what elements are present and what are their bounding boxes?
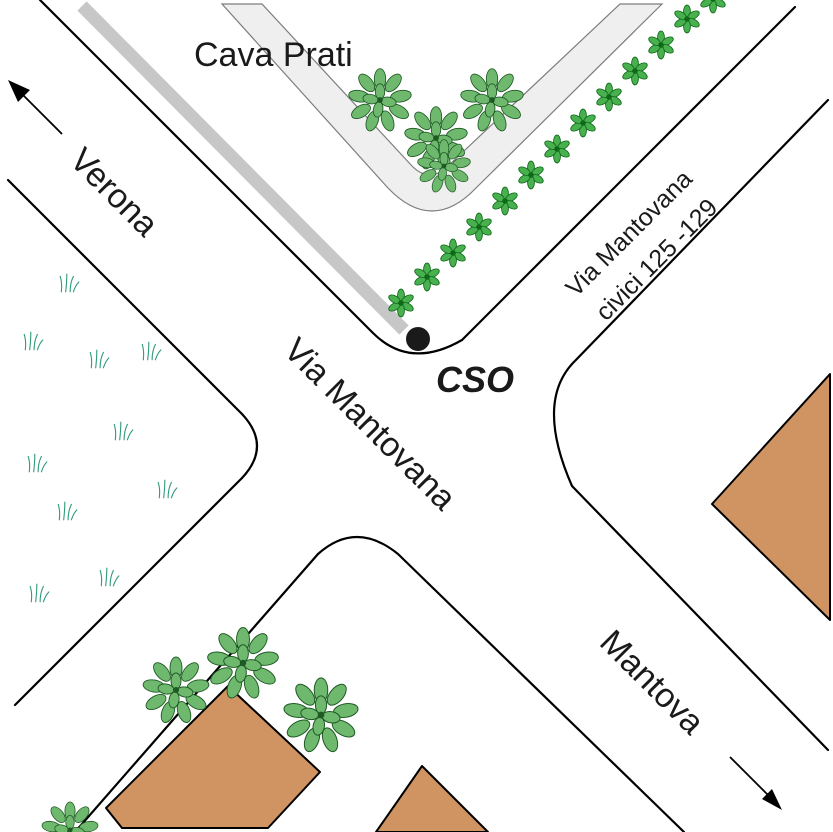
arrow-down-right-icon bbox=[729, 756, 782, 810]
dot-marker-icon[interactable] bbox=[406, 327, 430, 351]
building-east bbox=[711, 373, 831, 621]
label-cso: CSO bbox=[436, 359, 514, 400]
label-mantova: Mantova bbox=[592, 623, 711, 742]
road-edge-north bbox=[38, 0, 797, 355]
footpath bbox=[77, 1, 409, 335]
arrow-up-left-icon bbox=[8, 80, 63, 135]
label-verona: Verona bbox=[62, 141, 165, 244]
road-edge-east bbox=[552, 98, 830, 752]
grass-field bbox=[23, 273, 178, 603]
label-cava-prati: Cava Prati bbox=[194, 36, 353, 74]
road-edge-south bbox=[73, 535, 686, 832]
building-south-large bbox=[105, 685, 321, 829]
building-south-small bbox=[375, 765, 489, 832]
cava-prati-area bbox=[220, 3, 664, 212]
road-edge-west bbox=[6, 178, 258, 707]
